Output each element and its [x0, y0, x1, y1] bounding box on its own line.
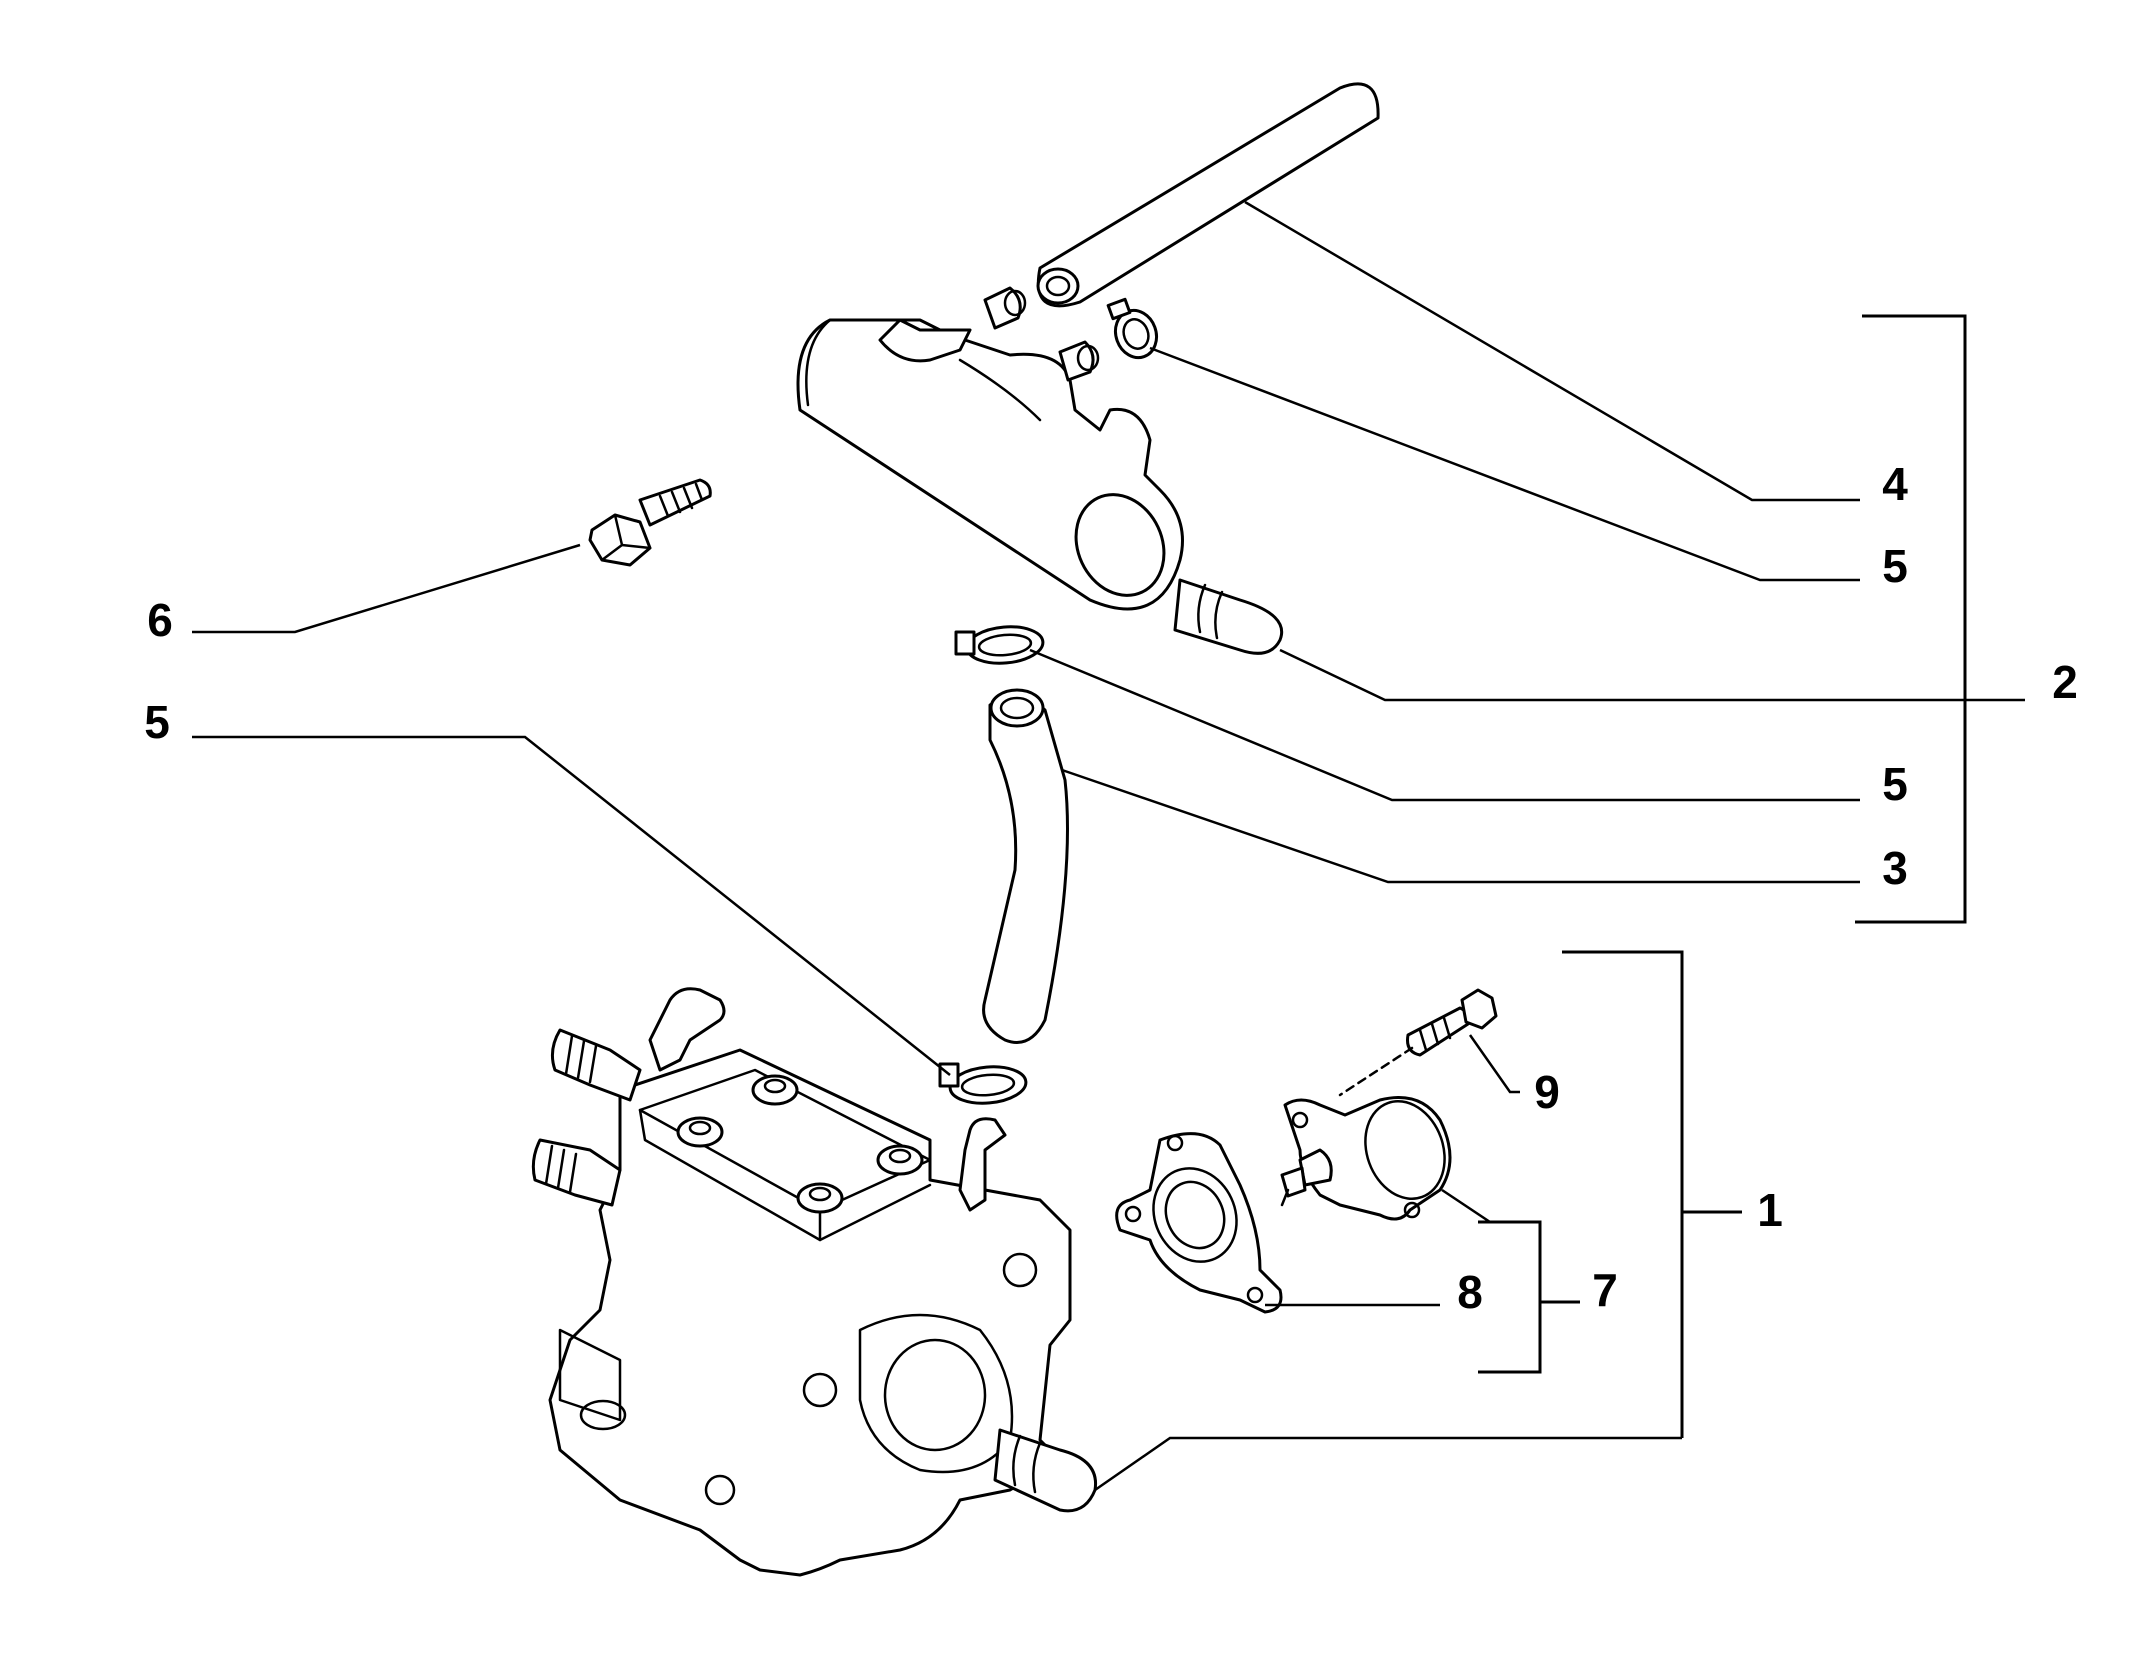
- hose-clamp-lower[interactable]: [938, 1062, 1028, 1106]
- callout-1: 1: [1757, 1184, 1783, 1236]
- bracket-group-7: [1478, 1220, 1580, 1374]
- gasket-part[interactable]: [1115, 1132, 1283, 1314]
- hose-clamp-middle[interactable]: [954, 624, 1045, 666]
- callout-5-upper: 5: [1882, 540, 1908, 592]
- bracket-group-2: [1855, 314, 1967, 924]
- small-bolt-part[interactable]: [1338, 988, 1498, 1097]
- callout-6: 6: [147, 594, 173, 646]
- filter-housing-part[interactable]: [796, 286, 1283, 655]
- callout-4: 4: [1882, 458, 1908, 510]
- callout-3: 3: [1882, 842, 1908, 894]
- callout-8: 8: [1457, 1266, 1483, 1318]
- pressure-regulator-part[interactable]: [1280, 1090, 1458, 1221]
- leader-lines: [192, 200, 2025, 1492]
- pump-assembly-part[interactable]: [531, 987, 1098, 1577]
- curved-hose-part[interactable]: [982, 688, 1069, 1044]
- callout-5-middle: 5: [1882, 758, 1908, 810]
- bracket-group-1: [1562, 950, 1742, 1438]
- tube-part[interactable]: [1036, 82, 1380, 308]
- callout-5-left: 5: [144, 696, 170, 748]
- callout-9: 9: [1534, 1066, 1560, 1118]
- callout-2: 2: [2052, 656, 2078, 708]
- hose-clamp-upper[interactable]: [1106, 297, 1163, 363]
- callout-7: 7: [1592, 1264, 1618, 1316]
- bolt-part[interactable]: [588, 478, 712, 567]
